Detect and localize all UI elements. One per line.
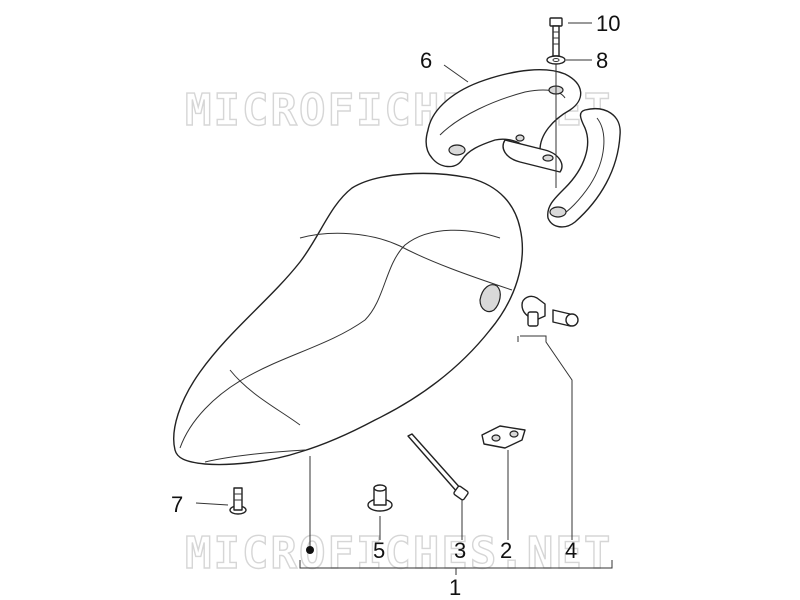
bracket-4: [521, 295, 579, 327]
callout-3: 3: [454, 538, 466, 563]
seat: [173, 172, 524, 466]
callout-2: 2: [500, 538, 512, 563]
grab-handle: [425, 69, 621, 228]
screw-7: [229, 487, 247, 515]
callout-8: 8: [596, 48, 608, 73]
cable-tie-3: [407, 433, 469, 501]
rubber-bush-5: [367, 484, 393, 512]
mount-hole-right: [549, 206, 567, 218]
callout-7: 7: [171, 492, 183, 517]
washer-8: [546, 55, 566, 65]
leader-dot: [306, 546, 314, 554]
bolt-10: [549, 17, 563, 57]
callout-4: 4: [565, 538, 577, 563]
callout-6: 6: [420, 48, 432, 73]
clamp-2: [481, 425, 526, 449]
callout-1: 1: [449, 575, 461, 600]
mount-hole-left: [448, 144, 466, 156]
callout-10: 10: [596, 11, 620, 36]
watermark-bottom: MICROFICHES.NET: [185, 528, 612, 579]
callout-5: 5: [373, 538, 385, 563]
